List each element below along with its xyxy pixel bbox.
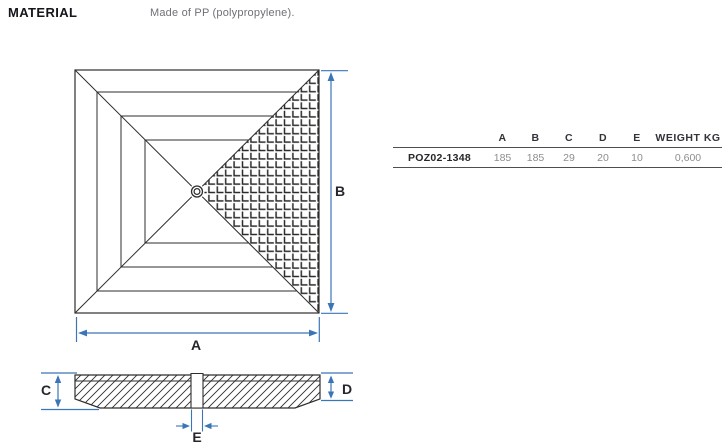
dim-b-arrow-up-icon xyxy=(327,72,335,81)
dim-e-arrow-right-icon xyxy=(182,422,190,430)
dim-c-label: C xyxy=(41,382,51,398)
dimension-a: A xyxy=(75,317,320,353)
col-header-c: C xyxy=(564,132,574,144)
center-hole-inner xyxy=(193,188,201,196)
dim-e-label: E xyxy=(192,429,201,445)
dim-a-arrow-left-icon xyxy=(78,329,87,337)
dim-d-arrow-down-icon xyxy=(327,391,335,399)
spec-table: A B C D E WEIGHT KG POZ02-1348 185 185 2… xyxy=(393,129,722,168)
dim-c-arrow-down-icon xyxy=(54,399,62,408)
value-d: 20 xyxy=(597,151,609,164)
col-header-d: D xyxy=(598,132,608,144)
value-a: 185 xyxy=(493,151,512,164)
dim-d-label: D xyxy=(342,381,352,397)
dim-a-arrow-right-icon xyxy=(309,329,318,337)
col-header-a: A xyxy=(498,132,507,144)
pyramid-step-line-3 xyxy=(144,139,249,244)
dim-b-arrow-down-icon xyxy=(327,303,335,312)
section-view xyxy=(74,372,321,409)
dim-b-label: B xyxy=(335,183,345,199)
value-b: 185 xyxy=(526,151,545,164)
spec-table-data-row: POZ02-1348 185 185 29 20 10 0,600 xyxy=(393,148,722,168)
page-title: MATERIAL xyxy=(8,5,78,20)
dimension-c: C xyxy=(41,372,99,411)
dimension-d: D xyxy=(321,372,353,402)
section-slot-fill xyxy=(191,373,203,408)
pyramid-step-line-2 xyxy=(120,115,273,268)
antislip-texture xyxy=(197,70,319,313)
material-description: Made of PP (polypropylene). xyxy=(150,7,295,19)
dim-a-label: A xyxy=(191,337,201,353)
dim-e-arrow-left-icon xyxy=(204,422,212,430)
section-slot-outline xyxy=(190,372,204,408)
col-header-b: B xyxy=(531,132,540,144)
part-number: POZ02-1348 xyxy=(407,151,472,164)
col-header-e: E xyxy=(633,132,641,144)
dim-d-arrow-up-icon xyxy=(327,375,335,383)
spec-table-header-row: A B C D E WEIGHT KG xyxy=(393,129,722,148)
dimension-e: E xyxy=(176,409,218,445)
dimension-b: B xyxy=(321,70,348,314)
value-c: 29 xyxy=(563,151,575,164)
col-header-weight: WEIGHT KG xyxy=(655,132,721,144)
pyramid-step-line-1 xyxy=(96,91,297,292)
top-view xyxy=(74,69,320,314)
value-e: 10 xyxy=(631,151,643,164)
value-weight: 0,600 xyxy=(674,151,702,164)
dim-c-arrow-up-icon xyxy=(54,375,62,383)
